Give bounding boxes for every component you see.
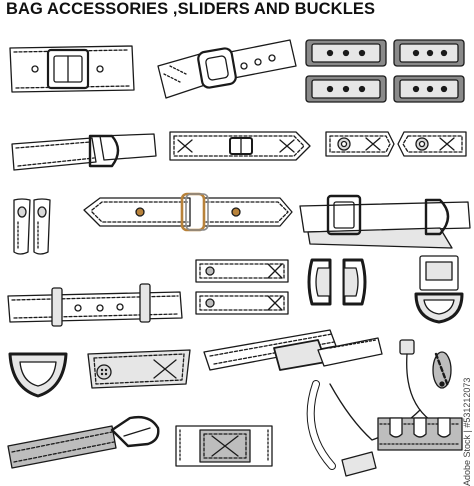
- tab-strap-with-slider-icon: [169, 131, 311, 161]
- slider-d-ring-strap-icon: [299, 194, 471, 249]
- snap-tab-b-icon: [397, 131, 467, 157]
- velcro-patch-icon: [175, 425, 273, 467]
- page-title: BAG ACCESSORIES ,SLIDERS AND BUCKLES: [6, 0, 376, 18]
- double-ring-strap-icon: [83, 192, 293, 232]
- belt-with-keepers-icon: [7, 283, 183, 327]
- cord-lock-icon: [399, 339, 452, 421]
- loop-tabs-icon: [13, 198, 51, 255]
- rivet-tabs-icon: [195, 259, 289, 315]
- side-release-buckle-set-a-icon: [305, 39, 387, 103]
- d-ring-clip-icon: [414, 255, 464, 324]
- button-tab-icon: [87, 349, 191, 389]
- roller-buckle-strap-icon: [9, 45, 135, 93]
- d-slider-pair-icon: [307, 258, 367, 306]
- webbing-buckle-icon: [203, 329, 383, 371]
- d-ring-icon: [8, 352, 68, 398]
- carabiner-strap-icon: [7, 415, 160, 469]
- pin-buckle-strap-icon: [157, 39, 297, 99]
- snap-tab-a-icon: [325, 131, 395, 157]
- d-ring-strap-icon: [11, 133, 157, 171]
- elastic-loop-band-icon: [377, 417, 463, 451]
- side-release-buckle-set-b-icon: [393, 39, 465, 103]
